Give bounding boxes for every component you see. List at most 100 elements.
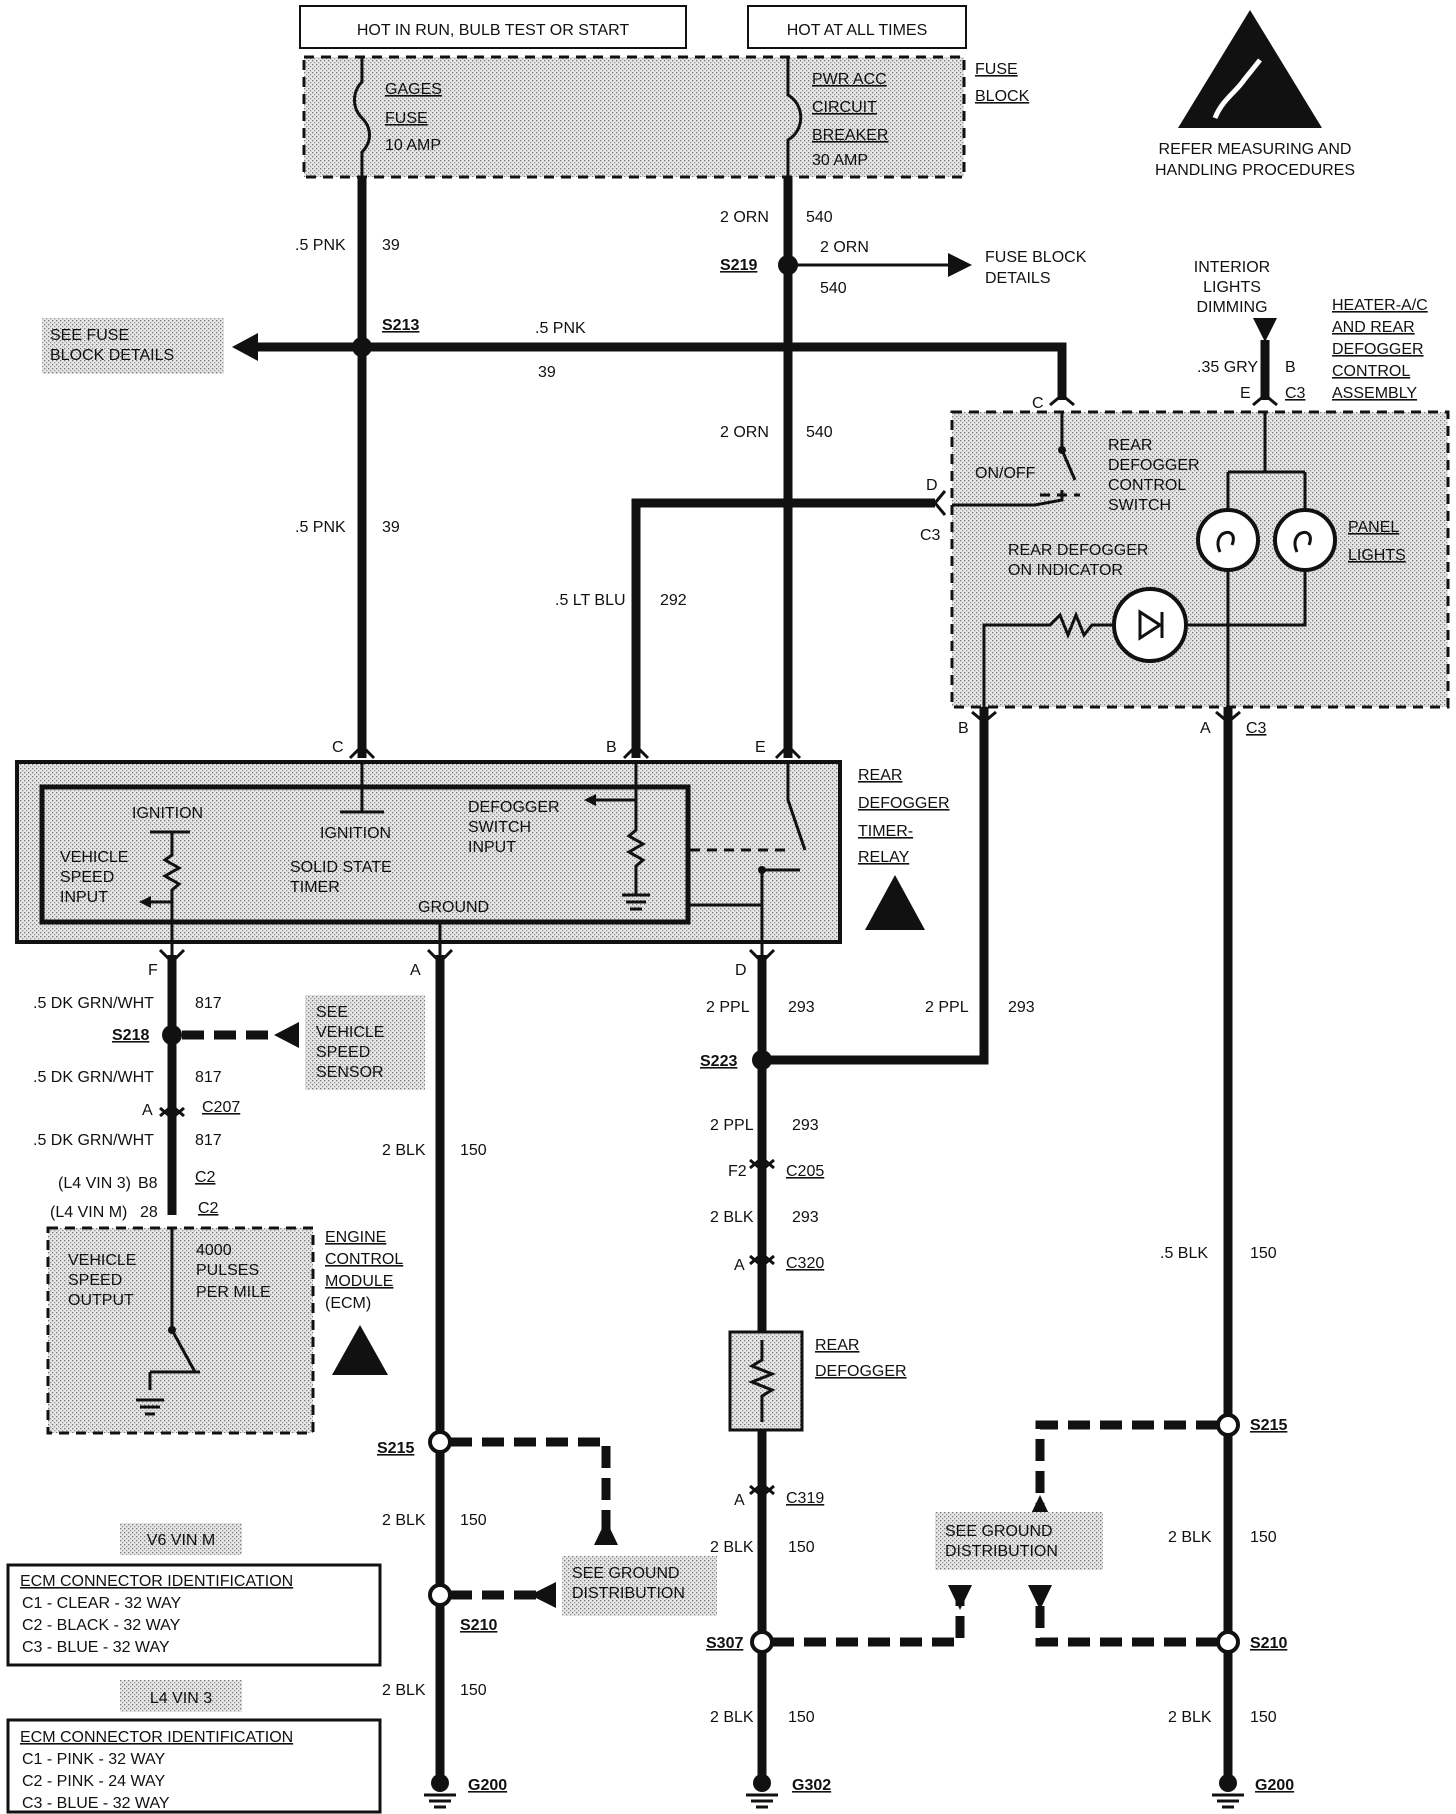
relay-title-2: DEFOGGER (858, 795, 950, 812)
splice-s223 (752, 1050, 772, 1070)
label-150-l3: 150 (460, 1682, 487, 1699)
arrow-vss-icon (274, 1022, 299, 1048)
arrow-up-icon (594, 1520, 618, 1545)
label-150-r2: 150 (1250, 1529, 1277, 1546)
label-dkgrn-3: .5 DK GRN/WHT (33, 1132, 154, 1149)
esd-text-2: HANDLING PROCEDURES (1155, 162, 1355, 179)
note-interior-3: DIMMING (1196, 299, 1267, 316)
label-orn-1: 2 ORN (720, 209, 769, 226)
splice-s213 (352, 337, 372, 357)
arrow-left-icon (232, 333, 258, 361)
label-blk-r2: 2 BLK (1168, 1529, 1212, 1546)
sst-1: SOLID STATE (290, 859, 392, 876)
onoff-label: ON/OFF (975, 465, 1036, 482)
label-39-3: 39 (538, 364, 556, 381)
splice-s210-left (428, 1583, 452, 1607)
conn-c3-bottom: C3 (1246, 720, 1267, 737)
fuse-block-title-2: BLOCK (975, 88, 1030, 105)
label-s307: S307 (706, 1635, 743, 1652)
label-150-l1: 150 (460, 1142, 487, 1159)
pwr-acc-label-1: PWR ACC (812, 71, 887, 88)
splice-s210-right (1216, 1630, 1240, 1654)
conn-c-relay: C (332, 739, 344, 756)
indicator-label-2: ON INDICATOR (1008, 562, 1123, 579)
pulses-3: PER MILE (196, 1284, 271, 1301)
splice-s307 (750, 1630, 774, 1654)
label-b-gry: B (1285, 359, 1296, 376)
ecm-c2-2: C2 (198, 1200, 219, 1217)
sst-2: TIMER (290, 879, 340, 896)
id-table-l4-label: L4 VIN 3 (150, 1690, 212, 1707)
ground-g200-left: G200 (424, 1774, 507, 1809)
conn-c3-assembly: C3 (920, 527, 941, 544)
id-table-l4: L4 VIN 3 ECM CONNECTOR IDENTIFICATION C1… (6, 1680, 382, 1814)
vso-1: VEHICLE (68, 1252, 136, 1269)
ecm-l4vin3: (L4 VIN 3) (58, 1175, 131, 1192)
vsi-2: SPEED (60, 869, 114, 886)
ground-g302-label: G302 (792, 1777, 831, 1794)
conn-e-relay: E (755, 739, 766, 756)
note-see-ground-right: SEE GROUND DISTRIBUTION (935, 1512, 1103, 1570)
pwr-acc-label-2: CIRCUIT (812, 99, 877, 116)
esd-warning: REFER MEASURING AND HANDLING PROCEDURES (1155, 10, 1355, 179)
wire-ppl-293-branch (762, 707, 989, 1065)
circuit-breaker-symbol (786, 57, 803, 177)
relay-esd-icon (865, 875, 925, 930)
arrow-left-ground-icon (530, 1582, 556, 1608)
note-ground-right-1: SEE GROUND (945, 1523, 1053, 1540)
arrow-down-left-icon (948, 1585, 972, 1610)
dsi-2: SWITCH (468, 819, 531, 836)
label-s219: S219 (720, 257, 757, 274)
esd-text-1: REFER MEASURING AND (1159, 141, 1352, 158)
ecm-title-2: CONTROL (325, 1251, 403, 1268)
ecm-l4vinm: (L4 VIN M) (50, 1204, 127, 1221)
label-dkgrn-2: .5 DK GRN/WHT (33, 1069, 154, 1086)
id-table-v6-title: ECM CONNECTOR IDENTIFICATION (20, 1573, 293, 1590)
label-ppl-1: 2 PPL (706, 999, 750, 1016)
pulses-1: 4000 (196, 1242, 232, 1259)
control-assembly: HEATER-A/C AND REAR DEFOGGER CONTROL ASS… (920, 297, 1450, 737)
label-39-2: 39 (382, 519, 400, 536)
label-s213: S213 (382, 317, 419, 334)
label-150-l2: 150 (460, 1512, 487, 1529)
ground-g302: G302 (746, 1774, 831, 1809)
gages-fuse-label-1: GAGES (385, 81, 442, 98)
indicator-label-1: REAR DEFOGGER (1008, 542, 1148, 559)
wire-ltblu-292 (631, 498, 935, 758)
indicator-led-icon (1112, 587, 1188, 663)
label-blk-c2: 2 BLK (710, 1539, 754, 1556)
pwr-acc-label-3: BREAKER (812, 127, 888, 144)
vso-2: SPEED (68, 1272, 122, 1289)
note-fuse-details-1: FUSE BLOCK (985, 249, 1087, 266)
relay-title-4: RELAY (858, 849, 910, 866)
note-ground-right-2: DISTRIBUTION (945, 1543, 1058, 1560)
conn-b-assembly: B (958, 720, 969, 737)
note-vss-2: VEHICLE (316, 1024, 384, 1041)
label-ppl-2: 2 PPL (925, 999, 969, 1016)
rear-defogger-label-1: REAR (815, 1337, 859, 1354)
label-s218: S218 (112, 1027, 149, 1044)
id-table-l4-row: C1 - PINK - 32 WAY (22, 1751, 165, 1768)
label-540-3: 540 (806, 424, 833, 441)
panel-light-1-icon (1196, 508, 1260, 572)
label-blk-r3: 2 BLK (1168, 1709, 1212, 1726)
ground-g200-right-label: G200 (1255, 1777, 1294, 1794)
label-s223: S223 (700, 1053, 737, 1070)
id-table-l4-row: C2 - PINK - 24 WAY (22, 1773, 165, 1790)
label-817-1: 817 (195, 995, 222, 1012)
label-f2: F2 (728, 1163, 747, 1180)
label-150-c2: 150 (788, 1539, 815, 1556)
panel-light-2-icon (1273, 508, 1337, 572)
label-150-r1: 150 (1250, 1245, 1277, 1262)
label-c3-top: C3 (1285, 385, 1306, 402)
assembly-title-3: DEFOGGER (1332, 341, 1424, 358)
relay-ignition-1: IGNITION (132, 805, 203, 822)
label-s210-right: S210 (1250, 1635, 1287, 1652)
label-c319: C319 (786, 1490, 824, 1507)
note-interior-1: INTERIOR (1194, 259, 1270, 276)
label-293-4: 293 (792, 1209, 819, 1226)
id-table-v6-row: C3 - BLUE - 32 WAY (22, 1639, 170, 1656)
dsi-1: DEFOGGER (468, 799, 560, 816)
pwr-acc-label-4: 30 AMP (812, 152, 868, 169)
vsi-1: VEHICLE (60, 849, 128, 866)
